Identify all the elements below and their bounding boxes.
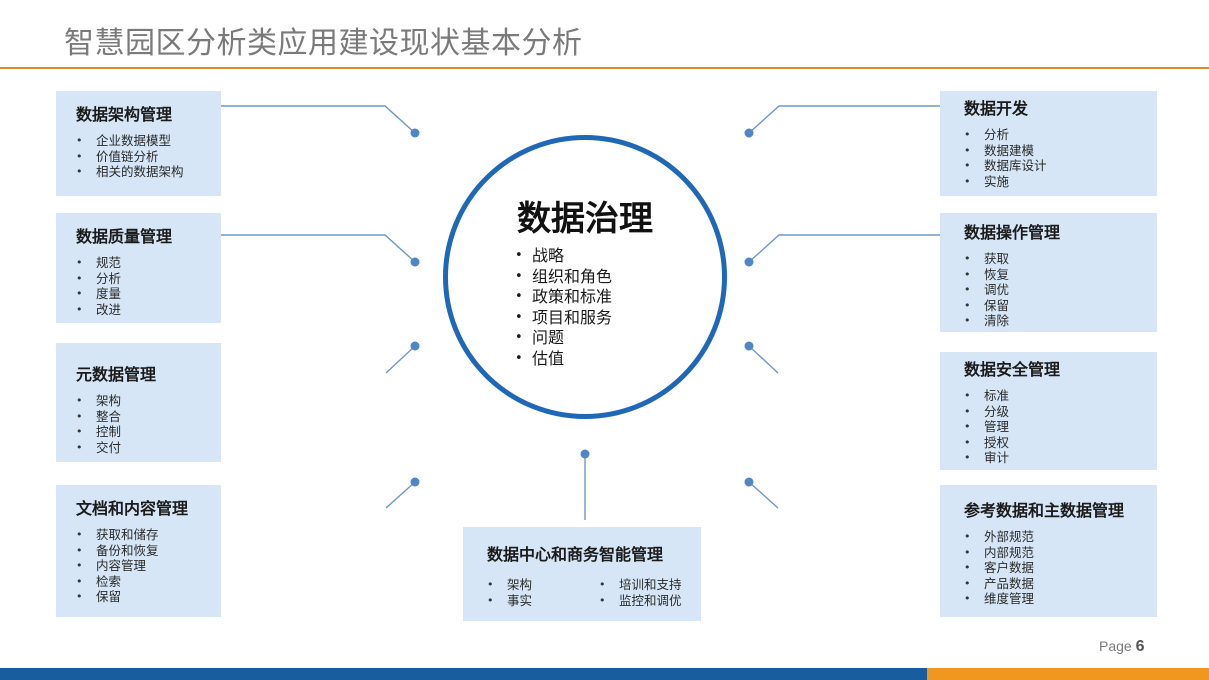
footer-bar-blue (0, 668, 927, 680)
card-data-architecture: 数据架构管理 企业数据模型 价值链分析 相关的数据架构 (56, 91, 221, 196)
list-item: 恢复 (964, 267, 1157, 283)
list-item: 分级 (964, 404, 1157, 420)
list-item: 政策和标准 (515, 287, 612, 308)
list-item: 度量 (76, 286, 221, 302)
list-item: 培训和支持 (599, 577, 699, 593)
list-column-1: 架构 事实 (487, 577, 575, 608)
card-title: 数据操作管理 (964, 223, 1061, 242)
list-item: 改进 (76, 302, 221, 318)
card-title: 文档和内容管理 (76, 499, 189, 518)
list-item: 项目和服务 (515, 308, 612, 329)
list-item: 估值 (515, 349, 612, 370)
list-column-2: 培训和支持 监控和调优 (599, 577, 699, 608)
list-item: 获取和储存 (76, 527, 221, 543)
list-item: 产品数据 (964, 576, 1157, 592)
list-item: 内容管理 (76, 558, 221, 574)
connector-dot (744, 477, 754, 487)
card-title: 元数据管理 (76, 365, 157, 384)
list-item: 管理 (964, 419, 1157, 435)
card-dw-bi: 数据中心和商务智能管理 架构 事实 培训和支持 监控和调优 (463, 527, 701, 621)
list-item: 检索 (76, 574, 221, 590)
list-item: 控制 (76, 424, 221, 440)
connector-dot (410, 128, 420, 138)
list-item: 客户数据 (964, 560, 1157, 576)
list-item: 保留 (964, 298, 1157, 314)
center-list: 战略 组织和角色 政策和标准 项目和服务 问题 估值 (515, 246, 612, 369)
page-label: Page (1099, 638, 1132, 654)
list-item: 监控和调优 (599, 593, 699, 609)
list-item: 保留 (76, 589, 221, 605)
list-item: 授权 (964, 435, 1157, 451)
list-item: 内部规范 (964, 545, 1157, 561)
list-item: 数据库设计 (964, 158, 1157, 174)
card-title: 数据中心和商务智能管理 (487, 545, 664, 564)
card-title: 数据安全管理 (964, 360, 1061, 379)
card-title: 数据架构管理 (76, 105, 173, 124)
slide-title: 智慧园区分析类应用建设现状基本分析 (64, 26, 583, 61)
card-title: 参考数据和主数据管理 (964, 501, 1125, 520)
list-item: 架构 (76, 393, 221, 409)
list-item: 数据建模 (964, 143, 1157, 159)
list-item: 标准 (964, 388, 1157, 404)
list-item: 审计 (964, 450, 1157, 466)
list-item: 价值链分析 (76, 149, 221, 165)
connector-dot (410, 341, 420, 351)
list-item: 维度管理 (964, 591, 1157, 607)
connector-dot (744, 257, 754, 267)
center-title: 数据治理 (517, 199, 653, 239)
list-item: 清除 (964, 313, 1157, 329)
connector-dot (410, 257, 420, 267)
card-data-operations: 数据操作管理 获取 恢复 调优 保留 清除 (940, 213, 1157, 332)
card-document-content: 文档和内容管理 获取和储存 备份和恢复 内容管理 检索 保留 (56, 485, 221, 617)
list-item: 规范 (76, 255, 221, 271)
card-data-development: 数据开发 分析 数据建模 数据库设计 实施 (940, 91, 1157, 196)
card-reference-master-data: 参考数据和主数据管理 外部规范 内部规范 客户数据 产品数据 维度管理 (940, 485, 1157, 617)
list-item: 交付 (76, 440, 221, 456)
card-title: 数据质量管理 (76, 227, 173, 246)
list-item: 备份和恢复 (76, 543, 221, 559)
page-number: Page 6 (1099, 638, 1145, 656)
card-data-security: 数据安全管理 标准 分级 管理 授权 审计 (940, 352, 1157, 470)
list-item: 相关的数据架构 (76, 164, 221, 180)
card-data-quality: 数据质量管理 规范 分析 度量 改进 (56, 213, 221, 323)
list-item: 战略 (515, 246, 612, 267)
list-item: 调优 (964, 282, 1157, 298)
footer-bar-orange (927, 668, 1209, 680)
list-item: 整合 (76, 409, 221, 425)
connector-dot (744, 341, 754, 351)
card-title: 数据开发 (964, 99, 1029, 118)
list-item: 外部规范 (964, 529, 1157, 545)
list-item: 组织和角色 (515, 267, 612, 288)
list-item: 分析 (76, 271, 221, 287)
list-item: 获取 (964, 251, 1157, 267)
list-item: 实施 (964, 174, 1157, 190)
list-item: 问题 (515, 328, 612, 349)
title-divider (0, 67, 1209, 69)
list-item: 事实 (487, 593, 575, 609)
connector-dot (410, 477, 420, 487)
list-item: 分析 (964, 127, 1157, 143)
page-value: 6 (1135, 638, 1145, 655)
card-metadata: 元数据管理 架构 整合 控制 交付 (56, 343, 221, 462)
connector-dot (580, 449, 590, 459)
data-governance-circle: 数据治理 战略 组织和角色 政策和标准 项目和服务 问题 估值 (443, 135, 727, 419)
list-item: 架构 (487, 577, 575, 593)
list-item: 企业数据模型 (76, 133, 221, 149)
connector-dot (744, 128, 754, 138)
